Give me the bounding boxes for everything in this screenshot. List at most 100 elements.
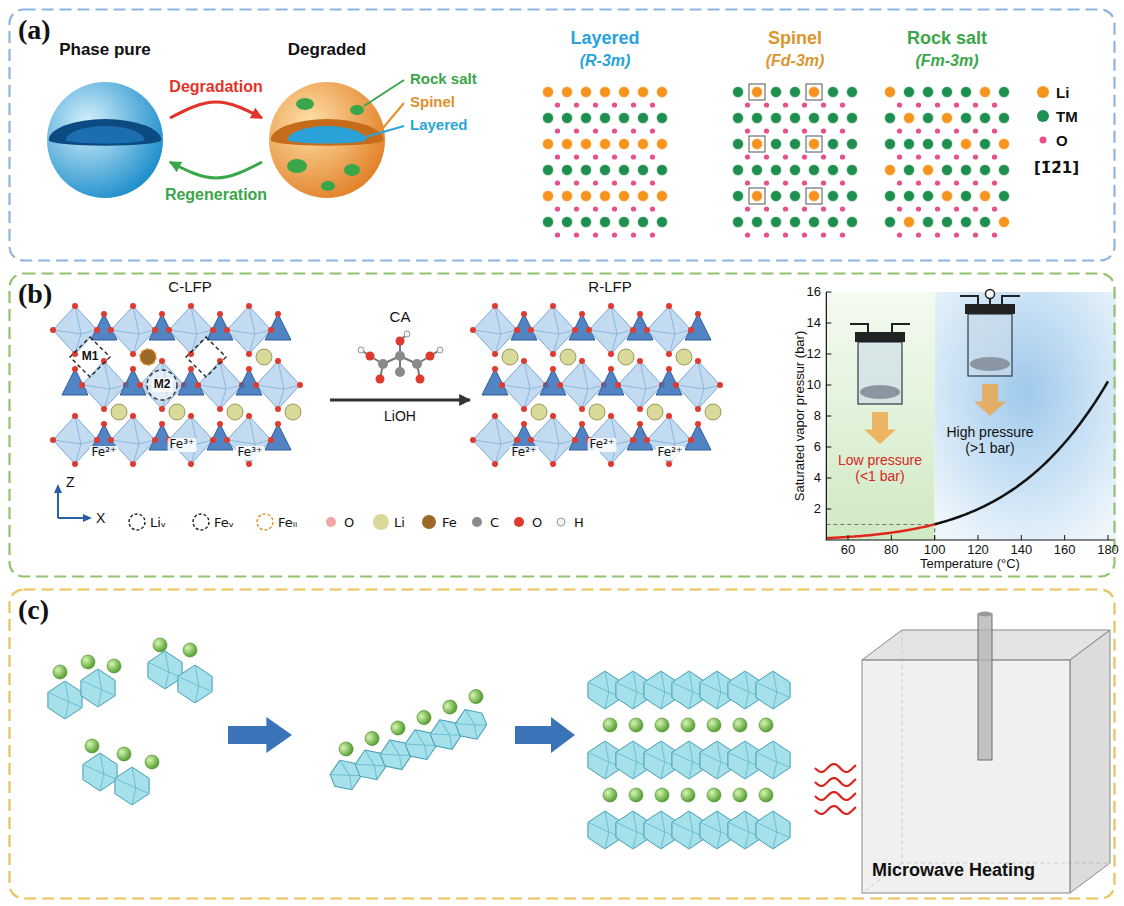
axis-name: Z: [66, 474, 75, 490]
oxygen-atom: [137, 382, 143, 388]
oxygen-atom: [673, 382, 679, 388]
cation-atom: [733, 87, 744, 98]
crystal-structure: [470, 303, 723, 467]
cation-atom: [638, 113, 649, 124]
vessel-liquid: [970, 357, 1010, 371]
oxygen-atom: [637, 311, 643, 317]
cation-atom: [942, 139, 953, 150]
tick-mark: [978, 535, 979, 540]
cation-atom: [904, 113, 915, 124]
cation-atom: [752, 191, 763, 202]
tick-label: 60: [841, 543, 855, 558]
ion-label: Fe²⁺: [90, 446, 119, 460]
lithium-ion: [183, 643, 197, 657]
lithium-ion: [107, 659, 121, 673]
particle-cut: [49, 119, 162, 146]
octahedron-face: [531, 306, 575, 354]
cation-atom: [790, 139, 801, 150]
cation-atom: [847, 191, 858, 202]
octahedron: [618, 361, 662, 409]
cation-atom: [733, 217, 744, 228]
cation-atom: [733, 113, 744, 124]
cation-atom: [562, 191, 573, 202]
cation-atom: [771, 191, 782, 202]
crystal-structure: [50, 303, 303, 467]
oxygen-atom: [217, 406, 223, 412]
lithium-ion: [363, 729, 381, 747]
oxygen-atom: [579, 358, 585, 364]
oxygen-atom: [188, 303, 194, 309]
oxygen-atom: [72, 461, 78, 467]
oxygen-atom: [745, 180, 750, 185]
space-group: (Fd-3m): [766, 52, 825, 70]
octahedron: [198, 361, 242, 409]
tick-mark: [848, 535, 849, 540]
layered-stack: [588, 671, 790, 849]
oxygen-atom: [783, 154, 788, 159]
lithium-ion: [759, 788, 773, 802]
cation-atom: [885, 191, 896, 202]
legend-atom: [514, 517, 524, 527]
tick-label: 160: [1054, 543, 1076, 558]
tick-mark: [826, 292, 831, 293]
rock-salt-domain: [287, 159, 307, 173]
axis-arrow: [57, 492, 59, 518]
cation-atom: [942, 165, 953, 176]
cation-atom: [733, 139, 744, 150]
tick-label: 2: [814, 502, 821, 517]
oxygen-atom: [764, 206, 769, 211]
oxygen-atom: [555, 206, 560, 211]
carbon-atom: [395, 367, 405, 377]
space-group: (Fm-3m): [915, 52, 978, 70]
spinel-cage: [749, 188, 765, 204]
panel-b-art: [50, 290, 1116, 541]
cation-atom: [980, 191, 991, 202]
octahedron-edge: [756, 741, 790, 779]
oxygen-atom: [50, 327, 56, 333]
chart-axes: [826, 292, 1114, 540]
oxygen-atom: [783, 128, 788, 133]
cation-atom: [600, 191, 611, 202]
lithium-atom: [705, 404, 721, 420]
cation-atom: [771, 217, 782, 228]
oxygen-atom: [217, 421, 223, 427]
spinel-cage: [806, 136, 822, 152]
octahedron: [473, 306, 517, 354]
cation-atom: [543, 113, 554, 124]
cation-atom: [581, 113, 592, 124]
oxygen-atom: [650, 154, 655, 159]
cation-atom: [638, 139, 649, 150]
legend-atom: [257, 514, 273, 530]
panel-border: [10, 10, 1115, 261]
oxygen-atom: [246, 303, 252, 309]
particle-core: [288, 126, 367, 143]
oxygen-atom: [557, 382, 563, 388]
iron-vacancy: [147, 370, 177, 400]
arrow-label: Regeneration: [165, 186, 267, 204]
octahedron: [111, 306, 155, 354]
oxygen-atom: [992, 206, 997, 211]
oxygen-atom: [954, 154, 959, 159]
callout-label: Layered: [410, 116, 468, 133]
cation-atom: [961, 165, 972, 176]
panel-box: (c): [8, 588, 1116, 900]
particle-title: Phase pure: [59, 40, 151, 60]
tick-label: 10: [807, 378, 821, 393]
octahedron: [53, 306, 97, 354]
oxygen-atom: [130, 366, 136, 372]
octahedron-edge: [48, 681, 82, 719]
octahedron-edge: [81, 669, 115, 707]
legend-atom: [373, 514, 389, 530]
citric-acid-molecule: [358, 331, 443, 384]
region-label: High pressure (>1 bar): [942, 424, 1038, 456]
cation-atom: [581, 217, 592, 228]
cation-atom: [999, 165, 1010, 176]
oxygen-atom: [916, 232, 921, 237]
lithium-ion: [603, 788, 617, 802]
cation-atom: [961, 87, 972, 98]
oxygen-atom: [821, 180, 826, 185]
crystal-lattice: [543, 87, 668, 238]
octahedron-face: [502, 361, 546, 409]
lithium-ion: [733, 718, 747, 732]
lithium-ion: [415, 708, 433, 726]
